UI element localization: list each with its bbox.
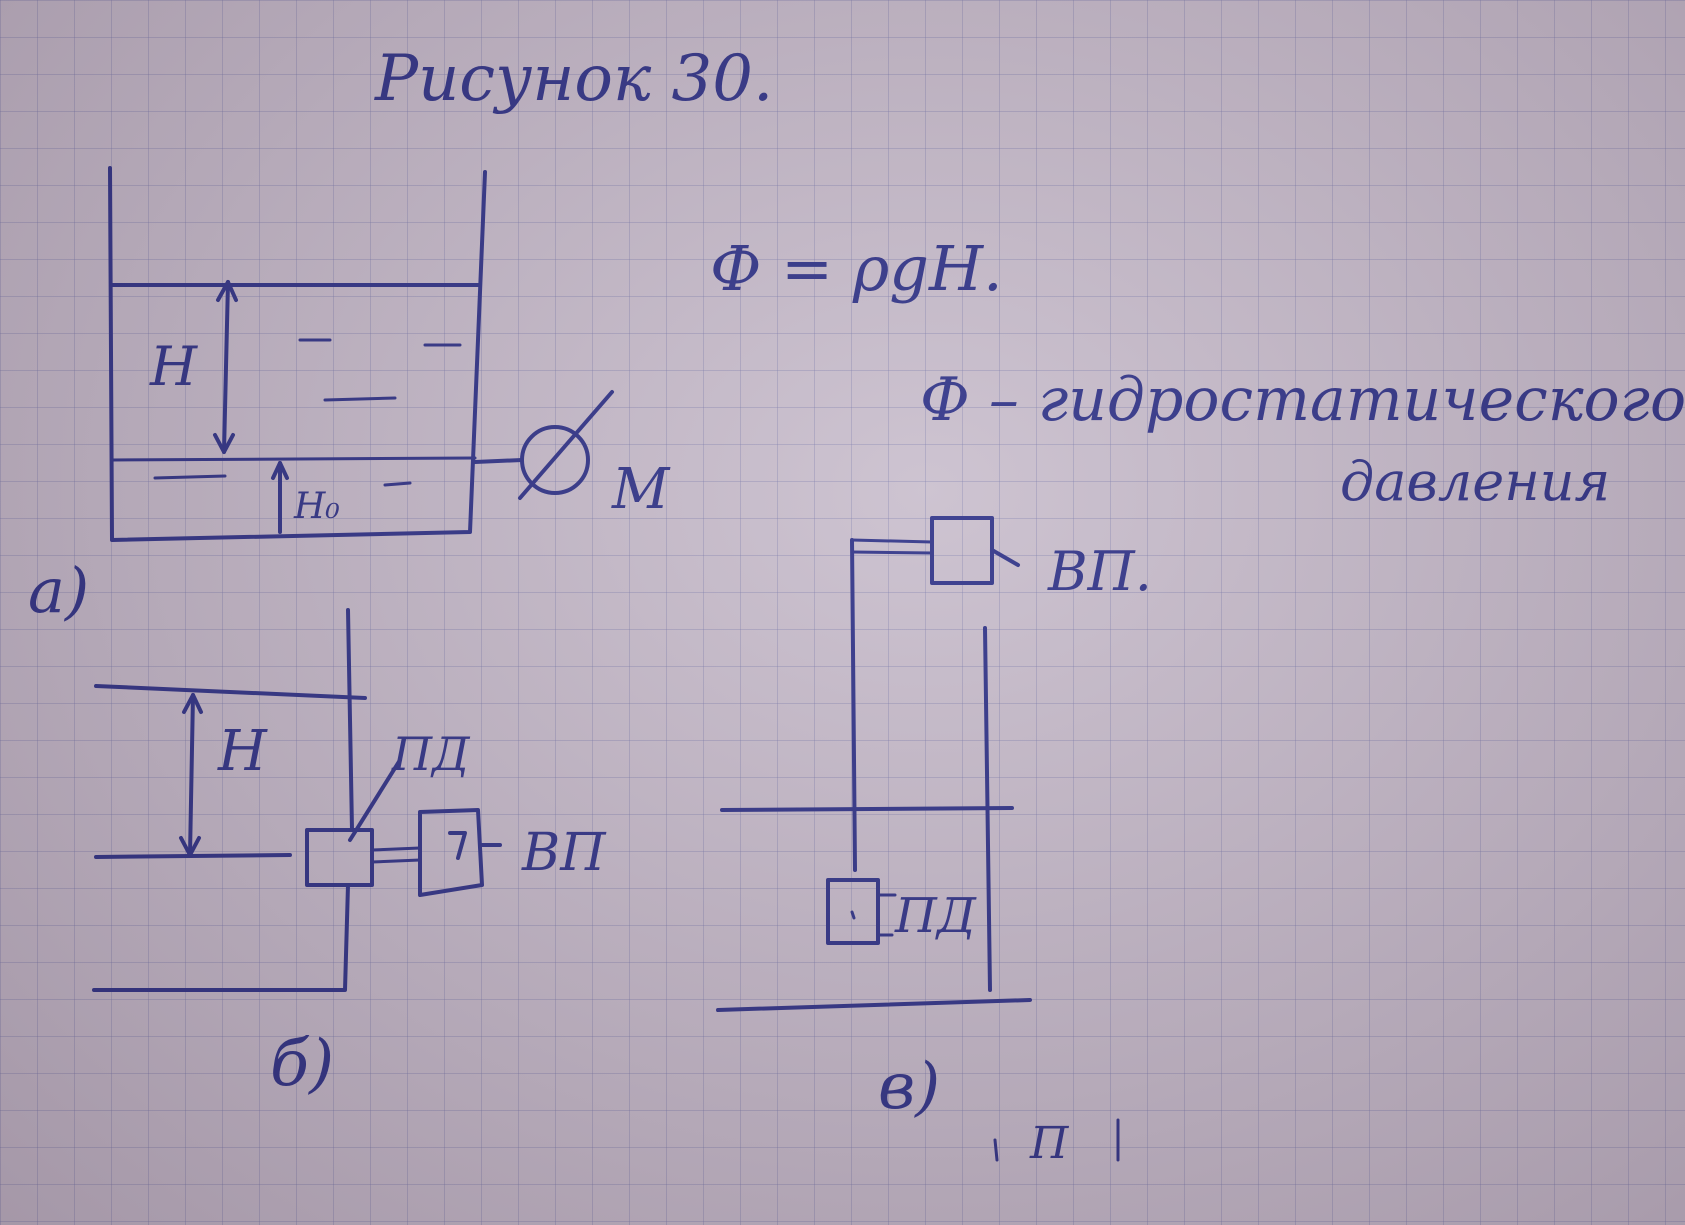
- figure-title: Рисунок 30.: [374, 42, 773, 116]
- capillary-b: [370, 846, 422, 864]
- sensor-c-marks: [850, 893, 897, 937]
- zero-arrow-a-head: [271, 461, 289, 480]
- diagram-b: H ПД ВП б): [92, 608, 607, 1101]
- level-label-b: H: [217, 719, 268, 784]
- pressure-sensor-c: [826, 878, 880, 945]
- liquid-level-line-b: [94, 684, 367, 700]
- level-arrow-a: [222, 280, 230, 454]
- zero-label-a: H₀: [293, 486, 340, 527]
- level-label-a: H: [149, 335, 198, 398]
- liquid-surface-dashes: [153, 338, 462, 487]
- tank-bottom-c: [716, 998, 1032, 1012]
- manometer-label: М: [611, 457, 671, 522]
- definition-line-2: давления: [1340, 450, 1610, 513]
- sensor-tube-c: [850, 538, 857, 872]
- page-mark-ticks: [993, 1118, 1120, 1162]
- formula: Ф = ρgH.: [710, 232, 1003, 305]
- zero-level-line-a: [110, 456, 477, 462]
- liquid-level-line-c: [720, 806, 1014, 812]
- converter-label-b: ВП: [521, 823, 607, 883]
- manometer-needle: [518, 390, 614, 500]
- lower-level-line-b: [94, 853, 292, 859]
- sensor-leader-b: [348, 758, 402, 842]
- diagram-a: H H₀ М а): [28, 166, 671, 627]
- converter-c: [930, 516, 994, 585]
- sensor-label-b: ПД: [391, 727, 471, 781]
- diagram-c: ВП. ПД в): [716, 516, 1152, 1124]
- converter-label-c: ВП.: [1047, 540, 1152, 603]
- converter-b: [418, 808, 484, 897]
- level-arrow-b: [188, 693, 195, 857]
- level-arrow-b-head-up: [182, 693, 203, 714]
- caption-b: б): [270, 1027, 334, 1101]
- definition-line-1: Ф – гидростатического: [920, 365, 1685, 435]
- caption-a: а): [28, 554, 89, 627]
- converter-c-lead: [990, 548, 1020, 567]
- sensor-label-c: ПД: [894, 888, 977, 944]
- page-mark: П: [1029, 1118, 1070, 1169]
- tank-bottom-b: [92, 883, 350, 992]
- tank-a-walls: [108, 166, 487, 542]
- manometer-gauge: [520, 425, 590, 495]
- pressure-sensor-b: [305, 828, 374, 887]
- manometer-connection: [473, 458, 524, 464]
- converter-b-mark: [448, 831, 502, 860]
- level-arrow-a-head-down: [213, 433, 235, 454]
- tank-wall-b: [346, 608, 354, 832]
- level-arrow-a-head-up: [216, 280, 238, 302]
- level-arrow-b-head-down: [179, 836, 201, 857]
- capillary-c: [850, 538, 934, 555]
- caption-c: в): [878, 1050, 940, 1124]
